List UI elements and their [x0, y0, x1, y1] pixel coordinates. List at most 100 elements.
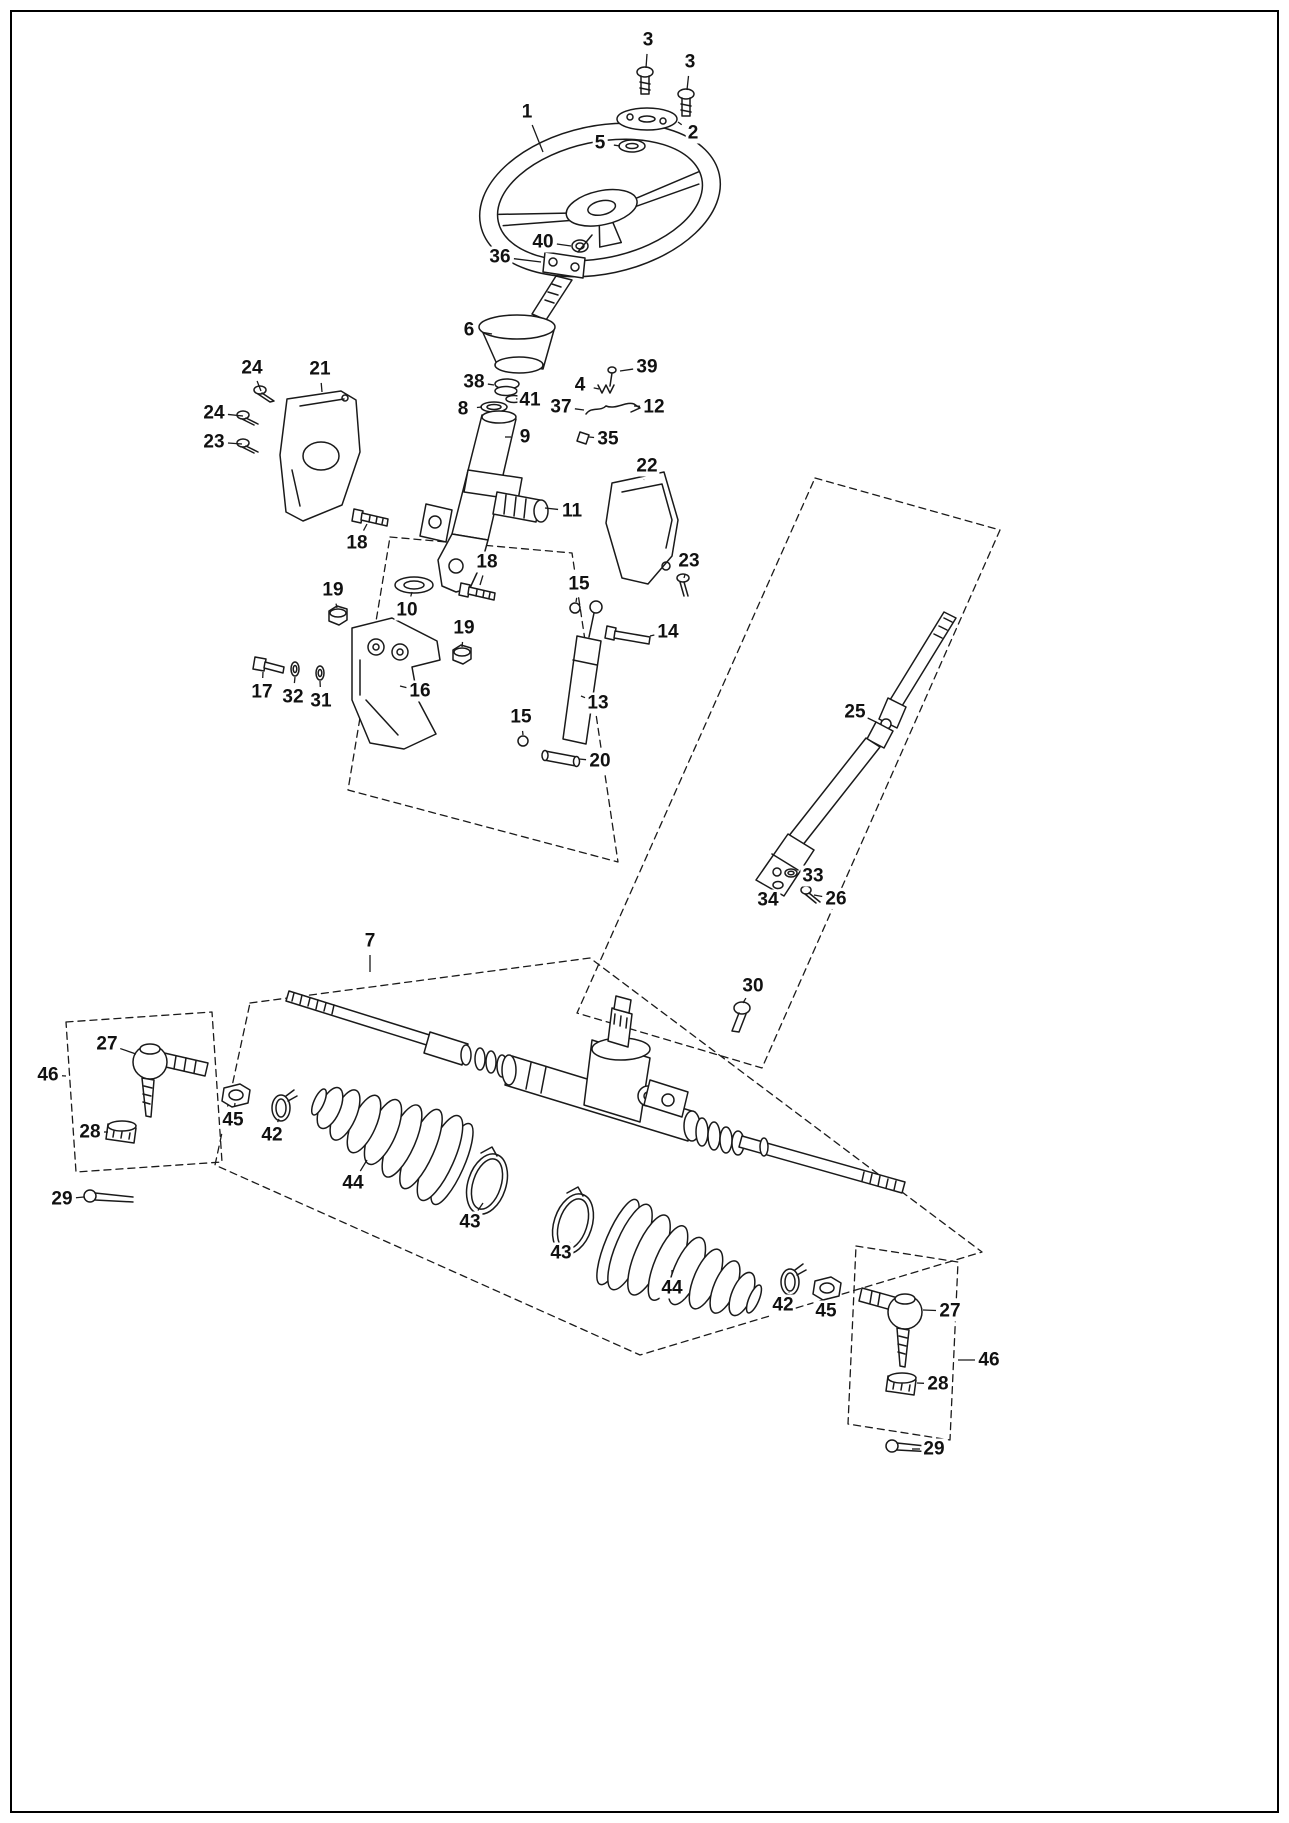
callout-37: 37: [548, 396, 574, 418]
horn-plate-2: [616, 107, 678, 131]
screw-39: [607, 366, 617, 387]
leader-line-5: [613, 144, 621, 147]
callout-33: 33: [800, 865, 826, 887]
bolt-18-right: [458, 582, 496, 601]
callout-9: 9: [517, 426, 533, 448]
callout-8: 8: [455, 398, 471, 420]
leader-line-10: [410, 591, 413, 597]
callout-43: 43: [457, 1211, 483, 1233]
leader-line-24: [227, 413, 244, 417]
spring-4: [597, 384, 615, 394]
leader-line-42: [277, 1118, 280, 1123]
tie-rod-end-left: [132, 1043, 209, 1118]
leader-line-18: [362, 523, 368, 531]
callout-7: 7: [362, 930, 378, 952]
washer-33: [784, 868, 798, 878]
clamp-43-right: [551, 1186, 595, 1255]
leader-line-2: [677, 121, 683, 126]
pin-20: [541, 749, 581, 768]
strut-13: [562, 600, 603, 745]
lock-nut-45-right: [812, 1276, 842, 1301]
leader-line-36: [513, 258, 542, 263]
callout-3: 3: [682, 51, 698, 73]
callout-18: 18: [344, 532, 370, 554]
lock-nut-45-left: [221, 1083, 251, 1108]
callout-44: 44: [340, 1172, 366, 1194]
callout-45: 45: [220, 1109, 246, 1131]
screw-24-lower: [236, 410, 259, 426]
callout-20: 20: [587, 750, 613, 772]
cotter-pin-29-left: [83, 1189, 134, 1203]
bolt-17: [252, 656, 285, 674]
callout-30: 30: [740, 975, 766, 997]
callout-13: 13: [585, 692, 611, 714]
leader-line-6: [482, 331, 493, 335]
callout-25: 25: [842, 701, 868, 723]
callout-29: 29: [921, 1438, 947, 1460]
leader-line-3: [645, 53, 648, 69]
leader-line-26: [813, 894, 823, 898]
bolt-18-left: [351, 508, 389, 527]
screw-24-upper: [253, 385, 275, 403]
callout-38: 38: [461, 371, 487, 393]
callout-43: 43: [548, 1242, 574, 1264]
callout-35: 35: [595, 428, 621, 450]
callout-17: 17: [249, 681, 275, 703]
callout-6: 6: [461, 319, 477, 341]
leader-line-4: [593, 387, 600, 390]
leader-line-29: [75, 1196, 85, 1199]
callout-23: 23: [201, 431, 227, 453]
callout-46: 46: [35, 1064, 61, 1086]
leader-line-37: [574, 408, 585, 411]
cover-21: [279, 390, 361, 522]
clip-35: [576, 431, 590, 445]
rod-12: [605, 402, 641, 413]
leader-line-3: [686, 75, 690, 91]
callout-27: 27: [94, 1033, 120, 1055]
callout-32: 32: [280, 686, 306, 708]
washer-5: [618, 139, 646, 153]
callout-27: 27: [937, 1300, 963, 1322]
washer-10: [394, 576, 434, 594]
callout-28: 28: [925, 1373, 951, 1395]
wire-37: [585, 405, 607, 415]
washer-31: [315, 665, 325, 681]
callout-1: 1: [519, 101, 535, 123]
clamp-42-right: [780, 1263, 807, 1296]
callout-15: 15: [566, 573, 592, 595]
ring-15-lower: [517, 735, 529, 747]
leader-line-19: [461, 641, 464, 648]
dashed-boundaries: [65, 477, 1001, 1441]
screw-3-right: [677, 88, 695, 117]
callout-15: 15: [508, 706, 534, 728]
leader-line-30: [742, 997, 747, 1004]
leader-line-39: [619, 368, 634, 372]
leader-line-19: [335, 603, 338, 609]
callout-4: 4: [572, 374, 588, 396]
callout-14: 14: [655, 621, 681, 643]
castle-nut-28-left: [105, 1120, 137, 1144]
leader-line-1: [531, 124, 544, 153]
boot-44-right: [596, 1198, 763, 1317]
callout-3: 3: [640, 29, 656, 51]
washer-34: [772, 880, 784, 890]
callout-44: 44: [659, 1277, 685, 1299]
leader-line-21: [320, 382, 323, 393]
callout-11: 11: [559, 500, 585, 522]
nut-19-left: [328, 605, 348, 626]
leader-line-24: [256, 380, 262, 392]
callout-34: 34: [755, 889, 781, 911]
pin-14: [604, 625, 651, 645]
screw-23-right: [676, 573, 690, 597]
callout-29: 29: [49, 1188, 75, 1210]
boot-44-left: [310, 1086, 474, 1206]
bearing-38: [494, 378, 520, 397]
callout-23: 23: [676, 550, 702, 572]
callout-28: 28: [77, 1121, 103, 1143]
leader-line-16: [399, 685, 407, 689]
leader-line-23: [227, 442, 243, 445]
leader-line-15: [575, 597, 578, 603]
callout-46: 46: [976, 1349, 1002, 1371]
leader-line-18: [479, 575, 484, 586]
